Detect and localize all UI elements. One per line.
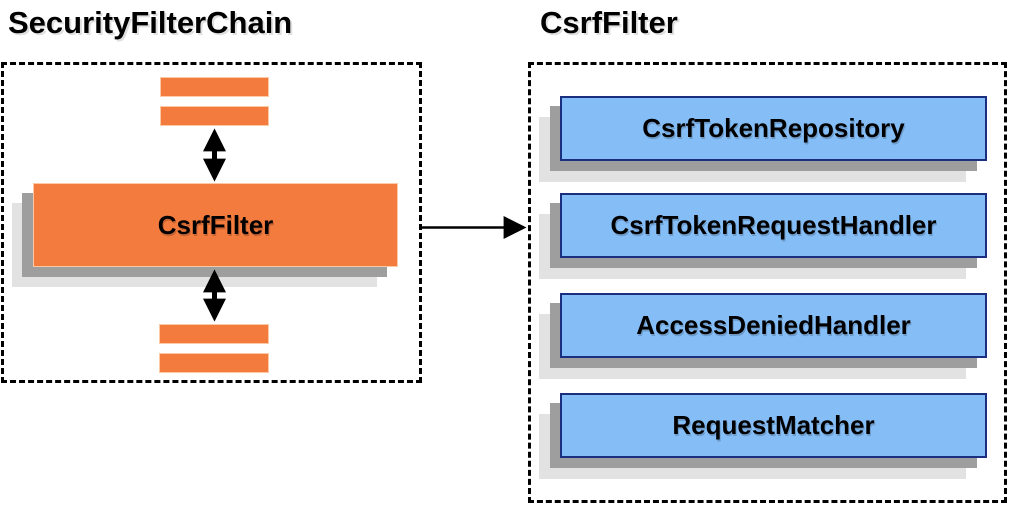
- component-label: CsrfTokenRepository: [642, 113, 905, 143]
- filter-stack-bar-bottom-2: [159, 353, 269, 373]
- filter-stack-bar-top-2: [160, 106, 269, 126]
- security-filter-chain-title: SecurityFilterChain: [8, 5, 293, 40]
- csrf-filter-box: CsrfFilter: [33, 183, 398, 267]
- component-box-csrf-token-request-handler: CsrfTokenRequestHandler: [560, 193, 987, 258]
- csrf-filter-components-container: [528, 62, 1007, 503]
- component-box-request-matcher: RequestMatcher: [560, 393, 987, 458]
- component-label: AccessDeniedHandler: [636, 310, 911, 340]
- component-label: RequestMatcher: [672, 410, 875, 440]
- security-filter-chain-container: [1, 62, 422, 383]
- filter-stack-bar-top-1: [160, 77, 269, 97]
- csrf-filter-box-label: CsrfFilter: [157, 209, 274, 240]
- filter-stack-bar-bottom-1: [159, 324, 269, 344]
- component-box-access-denied-handler: AccessDeniedHandler: [560, 293, 987, 358]
- component-box-csrf-token-repository: CsrfTokenRepository: [560, 96, 987, 161]
- component-label: CsrfTokenRequestHandler: [610, 210, 937, 240]
- csrf-filter-title: CsrfFilter: [540, 5, 678, 40]
